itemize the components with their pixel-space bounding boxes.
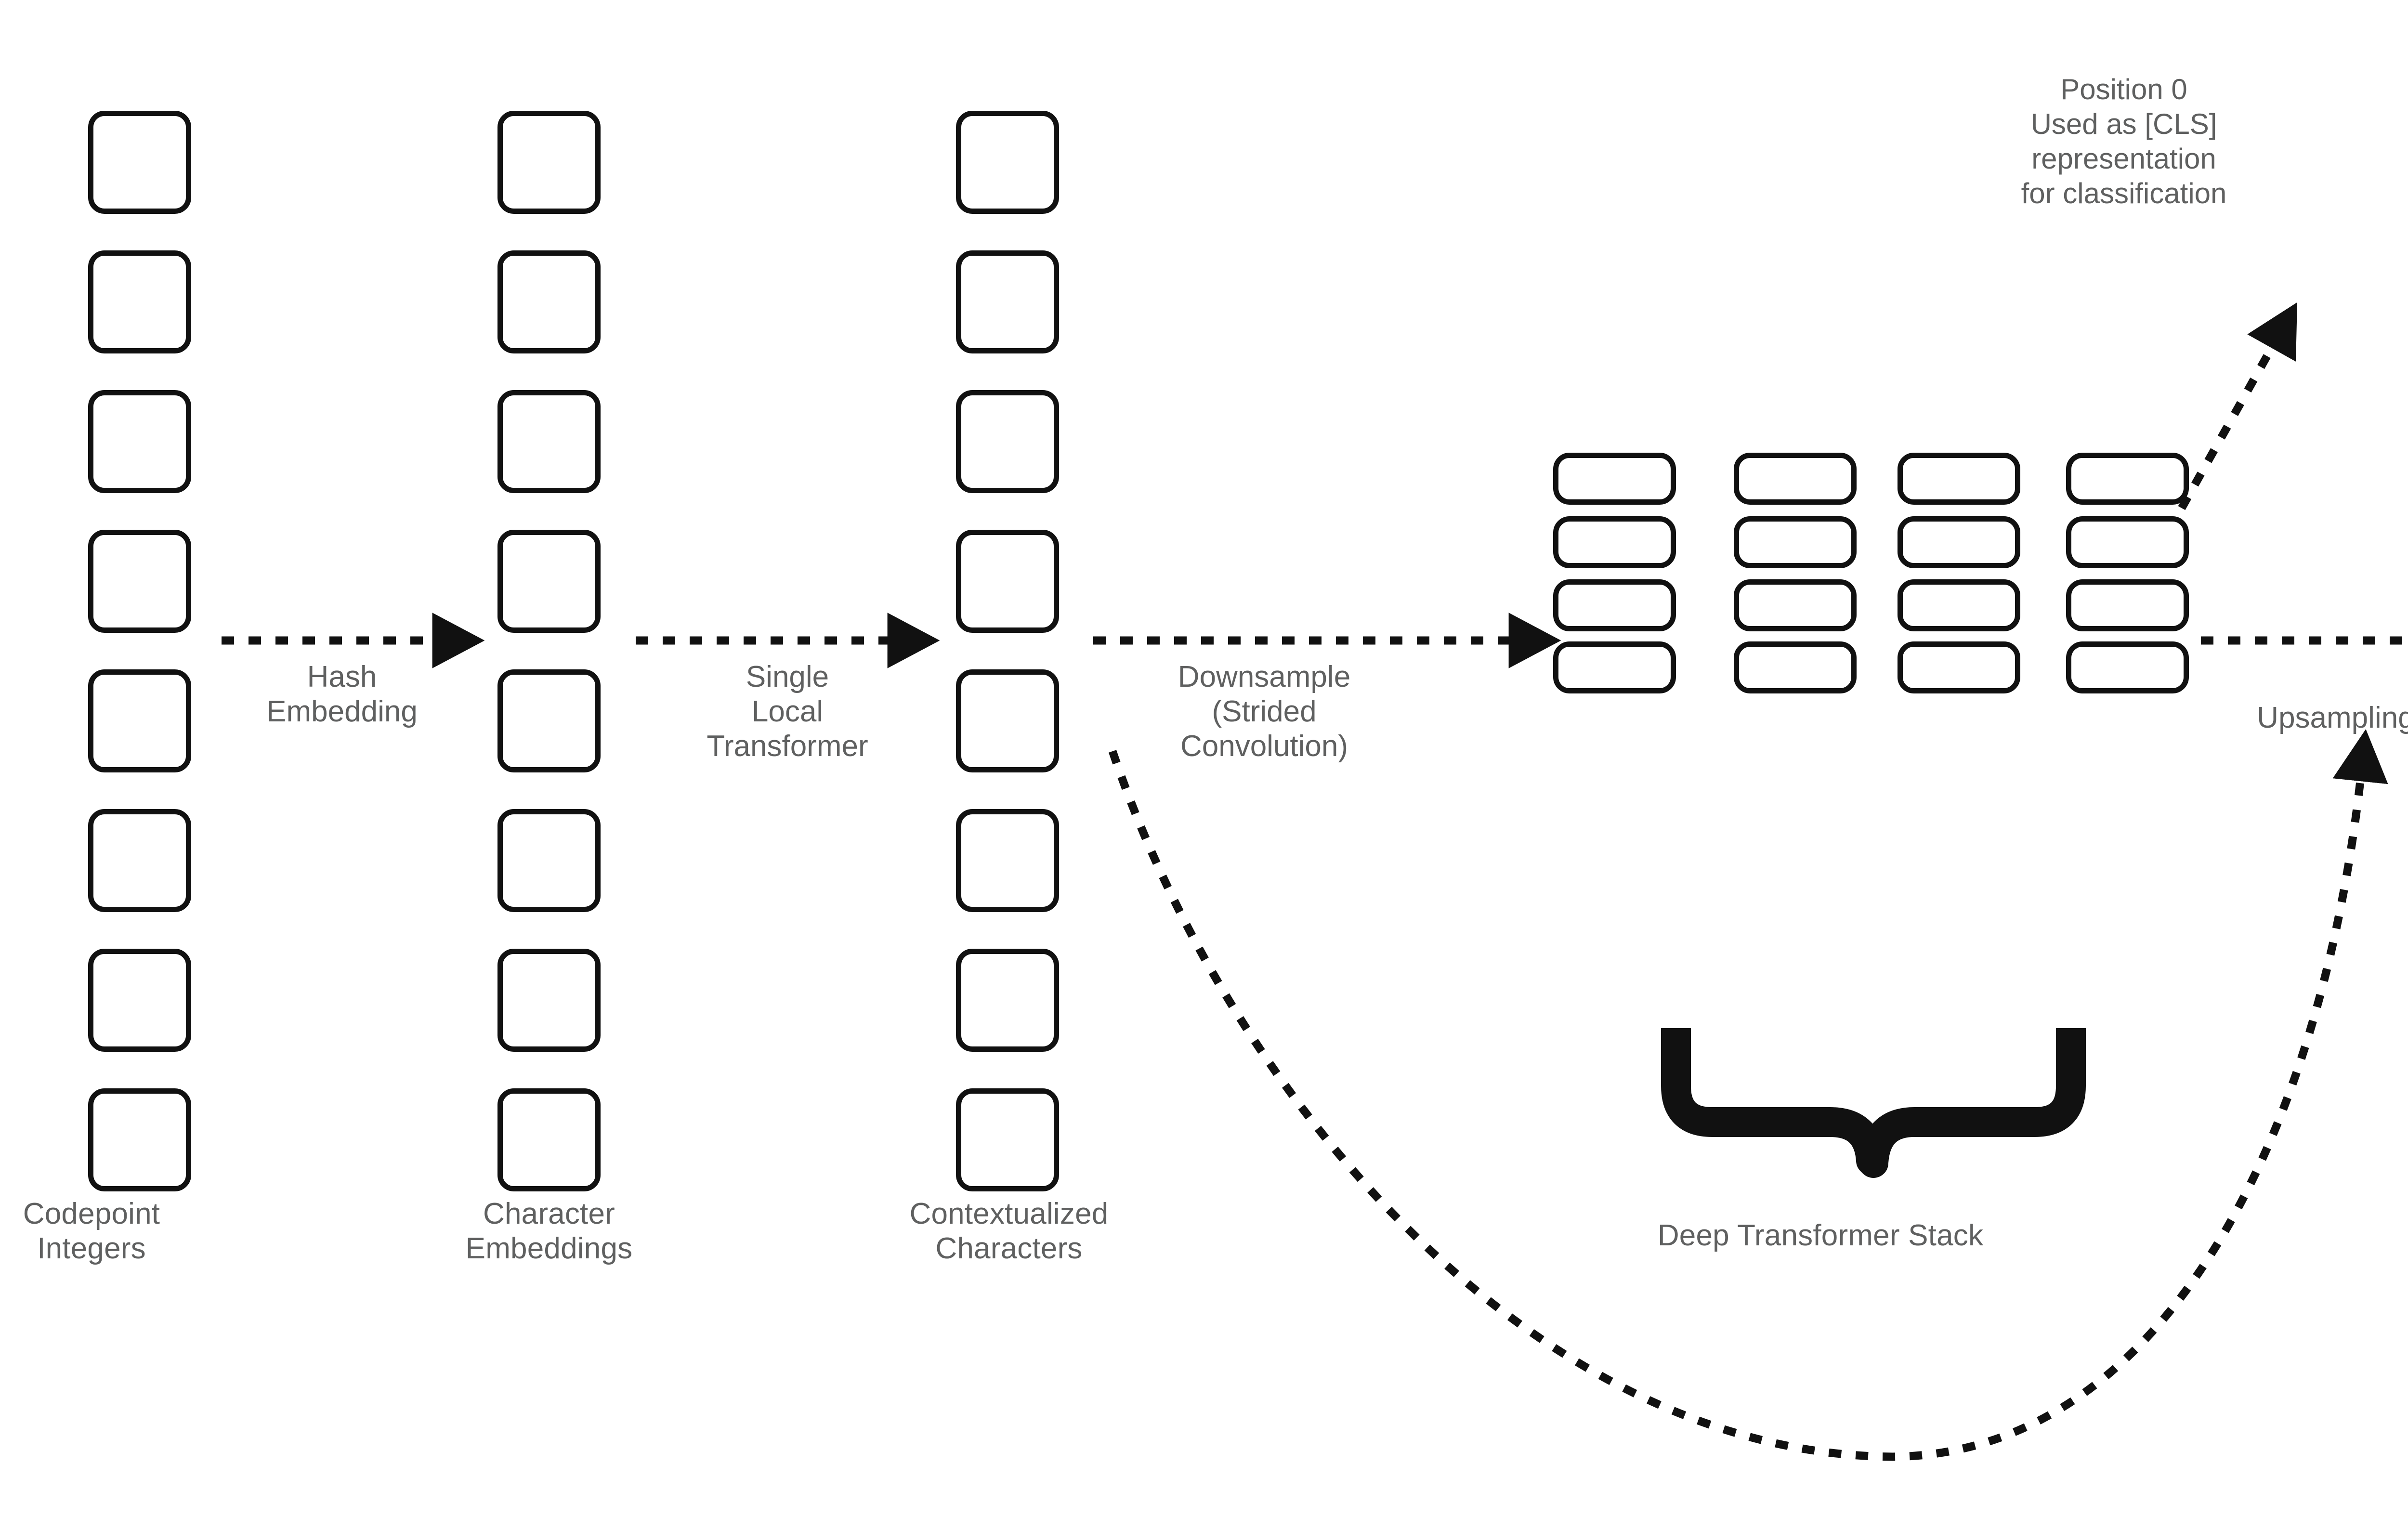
cell-character-embeddings (497, 669, 601, 772)
cell-contextualized-characters (956, 1088, 1059, 1191)
cell-contextualized-characters (956, 809, 1059, 912)
cell-character-embeddings (497, 949, 601, 1052)
caption-deep-transformer-stack: Deep Transformer Stack (1657, 1219, 1984, 1252)
cell-character-embeddings (497, 250, 601, 353)
cell-contextualized-characters (956, 250, 1059, 353)
caption-contextualized-characters: Contextualized Characters (909, 1197, 1109, 1265)
cell-character-embeddings (497, 390, 601, 493)
cell-codepoint-integers (88, 949, 191, 1052)
cell-character-embeddings (497, 809, 601, 912)
cell-contextualized-characters (956, 949, 1059, 1052)
cell-contextualized-characters (956, 530, 1059, 633)
cell-deep-transformer-stack (2066, 516, 2189, 568)
cell-codepoint-integers (88, 809, 191, 912)
cell-deep-transformer-stack (1898, 453, 2020, 505)
cell-deep-transformer-stack (1553, 641, 1676, 693)
cell-deep-transformer-stack (1734, 516, 1857, 568)
cell-deep-transformer-stack (2066, 579, 2189, 631)
cell-codepoint-integers (88, 530, 191, 633)
annotation-cls-note: Position 0 Used as [CLS] representation … (2021, 73, 2227, 209)
cls-dotted-arrow-icon (2178, 302, 2297, 510)
label-upsampling-arrow: Upsampling (2257, 701, 2408, 734)
cell-codepoint-integers (88, 669, 191, 772)
cell-character-embeddings (497, 111, 601, 214)
cell-deep-transformer-stack (2066, 641, 2189, 693)
cell-deep-transformer-stack (1553, 453, 1676, 505)
label-downsample-arrow: Downsample (Strided Convolution) (1178, 660, 1351, 763)
cell-deep-transformer-stack (1734, 641, 1857, 693)
label-hash-embedding-arrow: Hash Embedding (266, 660, 418, 728)
curly-brace-icon (1661, 1028, 2086, 1178)
cell-deep-transformer-stack (1553, 516, 1676, 568)
cell-codepoint-integers (88, 390, 191, 493)
cell-codepoint-integers (88, 250, 191, 353)
curved-dotted-arrow-icon (1108, 729, 2388, 1461)
cell-deep-transformer-stack (1734, 579, 1857, 631)
cell-contextualized-characters (956, 390, 1059, 493)
caption-character-embeddings: Character Embeddings (465, 1197, 633, 1265)
cell-character-embeddings (497, 530, 601, 633)
cell-codepoint-integers (88, 1088, 191, 1191)
cell-deep-transformer-stack (1898, 516, 2020, 568)
cell-deep-transformer-stack (1898, 579, 2020, 631)
cell-contextualized-characters (956, 111, 1059, 214)
cell-contextualized-characters (956, 669, 1059, 772)
cell-codepoint-integers (88, 111, 191, 214)
label-single-local-transformer-arrow: Single Local Transformer (707, 660, 868, 763)
caption-codepoint-integers: Codepoint Integers (23, 1197, 160, 1265)
cell-deep-transformer-stack (2066, 453, 2189, 505)
cell-deep-transformer-stack (1898, 641, 2020, 693)
cell-character-embeddings (497, 1088, 601, 1191)
cell-deep-transformer-stack (1553, 579, 1676, 631)
cell-deep-transformer-stack (1734, 453, 1857, 505)
